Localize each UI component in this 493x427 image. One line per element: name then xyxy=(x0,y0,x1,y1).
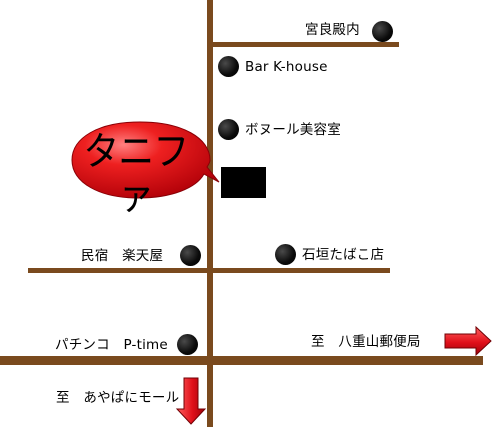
label-miyara-dounchi: 宮良殿内 xyxy=(305,22,360,38)
store-location-marker xyxy=(221,167,266,198)
direction-label-yaeyama-post: 至 八重山郵便局 xyxy=(311,334,421,350)
label-bar-k-house: Bar K-house xyxy=(245,59,328,75)
landmark-marker-ishigaki-tobacco xyxy=(275,244,296,265)
vertical-road-main xyxy=(207,0,213,427)
main-road xyxy=(0,356,483,365)
arrow-down-icon xyxy=(175,377,207,425)
top-cross-road xyxy=(213,42,399,47)
middle-cross-road xyxy=(28,268,390,273)
label-pachinko-ptime: パチンコ P-time xyxy=(55,337,168,353)
label-ishigaki-tobacco: 石垣たばこ店 xyxy=(302,247,385,263)
direction-label-ayapani-mall: 至 あやぱにモール xyxy=(56,390,180,406)
store-name: タニファ xyxy=(83,130,189,219)
landmark-marker-minshuku-rakutenya xyxy=(180,245,201,266)
landmark-marker-pachinko-ptime xyxy=(177,334,198,355)
landmark-marker-bonnal-salon xyxy=(218,119,239,140)
landmark-marker-miyara-dounchi xyxy=(372,21,393,42)
arrow-right-icon xyxy=(444,325,492,357)
label-bonnal-salon: ボヌール美容室 xyxy=(245,122,341,138)
label-minshuku-rakutenya: 民宿 楽天屋 xyxy=(81,248,164,264)
landmark-marker-bar-k-house xyxy=(218,56,239,77)
store-name-callout xyxy=(71,121,220,199)
